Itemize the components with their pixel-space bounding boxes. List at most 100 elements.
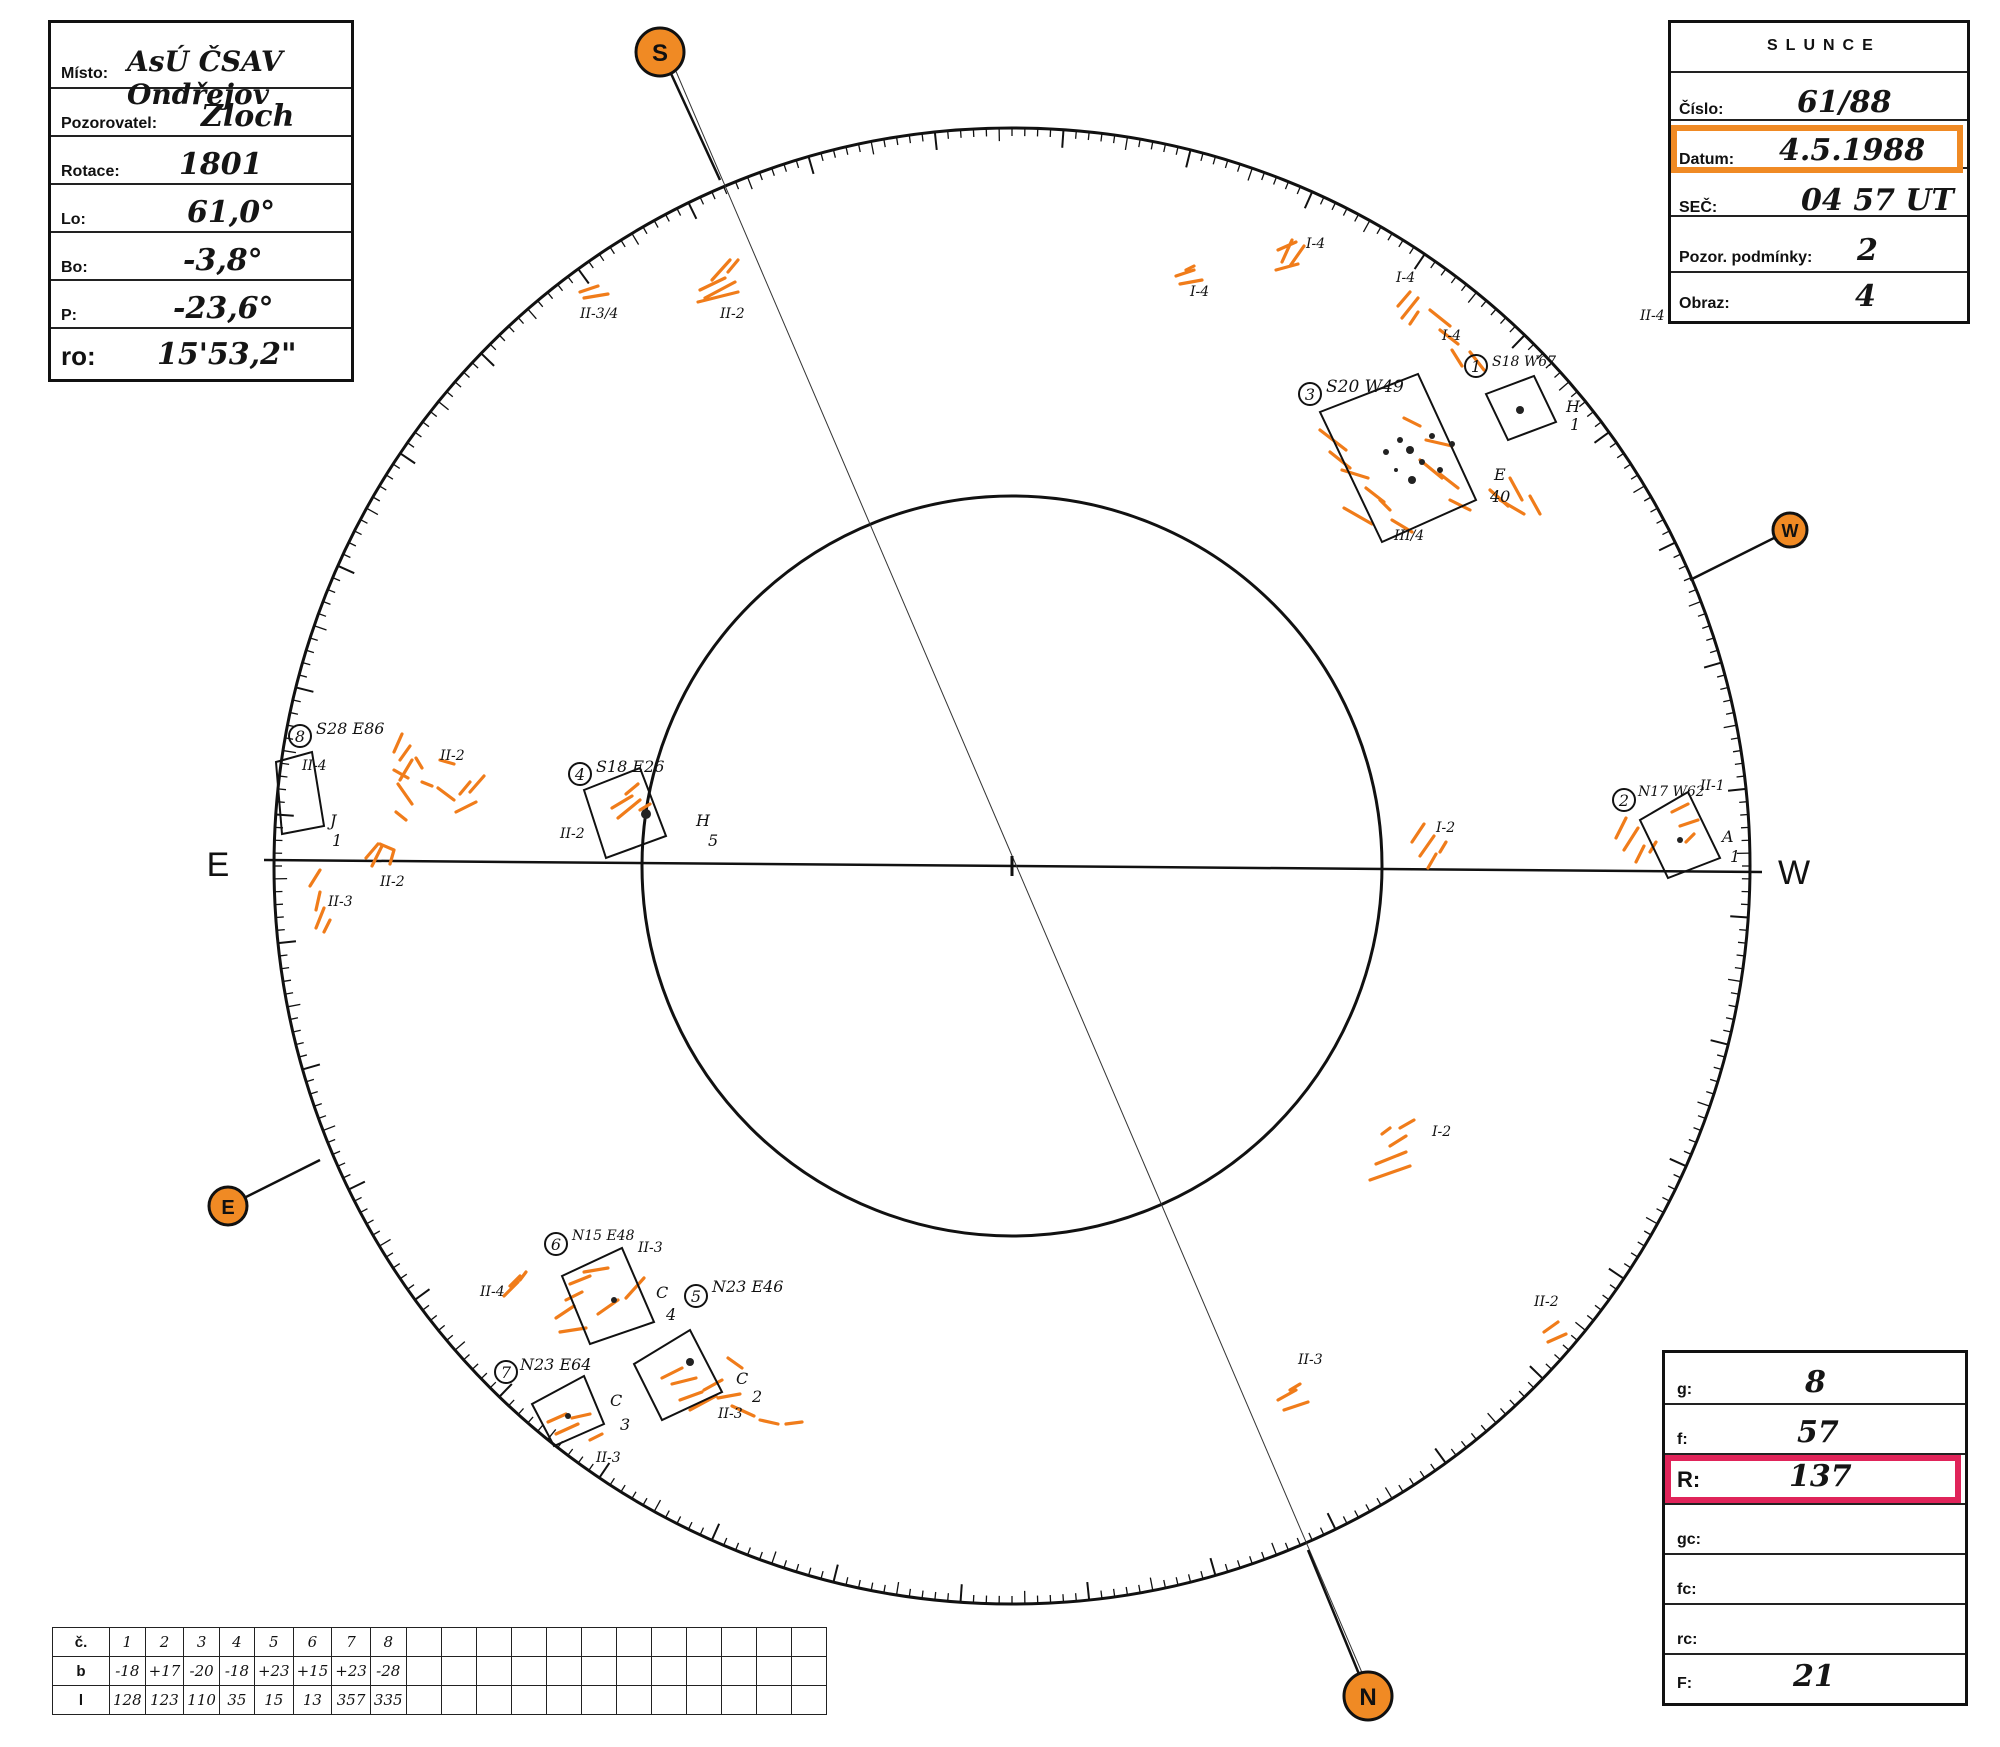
degree-tick [1645, 1216, 1658, 1225]
slunce-info-box: SLUNCE Číslo: 61/88 Datum: 4.5.1988 SEČ:… [1668, 20, 1970, 324]
svg-text:1: 1 [1570, 415, 1580, 434]
row-label: b [52, 1656, 110, 1686]
degree-tick [653, 1499, 662, 1512]
facula-label: II-4 [1639, 308, 1665, 324]
degree-tick [366, 507, 379, 516]
sunspot-dots [565, 406, 1683, 1419]
svg-text:N23 E64: N23 E64 [519, 1355, 591, 1374]
facula-stroke [1614, 816, 1658, 864]
degree-tick [287, 1003, 301, 1008]
degree-tick [277, 940, 297, 945]
svg-text:H: H [1565, 397, 1581, 416]
table-cell [685, 1685, 722, 1715]
group-box-7 [530, 1374, 606, 1448]
degree-tick [1185, 149, 1192, 168]
degree-tick [1703, 661, 1722, 669]
f-label: f: [1677, 1431, 1688, 1448]
degree-tick [1487, 1412, 1497, 1424]
facula-label: III/4 [1393, 528, 1424, 544]
facula-label: I-2 [1435, 820, 1455, 836]
facula-label: I-2 [1431, 1124, 1451, 1140]
svg-text:1: 1 [1471, 357, 1481, 376]
degree-tick [710, 1523, 721, 1541]
facula-label: I-4 [1441, 328, 1461, 344]
degree-tick [959, 1584, 963, 1603]
facula-stroke [554, 1266, 646, 1334]
row-label: l [52, 1685, 110, 1715]
degree-tick [1303, 191, 1314, 209]
compass-n-marker: N [1342, 1670, 1394, 1722]
facula-stroke [364, 842, 396, 868]
table-cell [440, 1627, 477, 1657]
facula-stroke [1174, 264, 1204, 286]
degree-tick [527, 308, 537, 320]
table-cell: 4 [218, 1627, 255, 1657]
facula-stroke [1410, 822, 1448, 870]
table-cell: 2 [144, 1627, 185, 1657]
degree-tick [275, 813, 294, 817]
axis-east-label: E [207, 846, 230, 884]
table-cell [475, 1627, 512, 1657]
group-label-5: 5 N23 E46 C 2 [684, 1277, 783, 1406]
degree-tick [302, 1063, 321, 1071]
facula-label: II-2 [439, 748, 465, 764]
degree-tick [1149, 1577, 1154, 1591]
table-cell [720, 1656, 757, 1686]
compass-s-marker: S [634, 26, 686, 78]
facula-label: II-3 [717, 1406, 743, 1422]
table-cell [755, 1656, 792, 1686]
sec-label: SEČ: [1679, 199, 1718, 216]
degree-tick [1529, 1365, 1544, 1380]
svg-text:3: 3 [620, 1415, 630, 1434]
table-cell [615, 1627, 652, 1657]
group-label-4: 4 S18 E26 H 5 [568, 757, 718, 850]
table-cell [580, 1627, 617, 1657]
degree-tick [1511, 334, 1526, 349]
degree-tick [337, 564, 355, 575]
table-cell [475, 1685, 512, 1715]
table-cell [685, 1656, 722, 1686]
facula-stroke [1428, 308, 1486, 372]
pozor-podminky-value: 2 [1857, 233, 1878, 268]
degree-tick [1593, 431, 1610, 444]
compass-w-marker: W [1771, 511, 1809, 549]
degree-tick [1326, 1512, 1337, 1530]
degree-tick [1730, 915, 1749, 919]
axis-west-label: W [1778, 854, 1810, 892]
table-cell [650, 1656, 687, 1686]
table-cell [615, 1656, 652, 1686]
table-cell: 357 [331, 1685, 371, 1715]
svg-text:40: 40 [1489, 487, 1510, 506]
degree-tick [631, 233, 640, 245]
table-cell: -18 [218, 1656, 255, 1686]
table-cell: 1 [109, 1627, 146, 1657]
degree-tick [771, 1551, 777, 1565]
n-pointer-line [1306, 1549, 1370, 1697]
table-cell: 128 [109, 1685, 146, 1715]
facula-stroke [578, 284, 610, 300]
svg-text:C: C [656, 1283, 668, 1302]
facula-label: II-4 [301, 758, 327, 774]
table-cell [580, 1656, 617, 1686]
group-box-8 [274, 750, 326, 836]
bo-value: -3,8° [183, 243, 263, 278]
svg-text:8: 8 [295, 727, 305, 746]
svg-text:S28 E86: S28 E86 [316, 719, 384, 738]
group-label-1: 1 S18 W67 H 1 [1464, 354, 1581, 434]
degree-tick [832, 1564, 839, 1583]
group-box-6 [560, 1246, 656, 1346]
facula-label: II-3 [637, 1240, 663, 1256]
table-cell: 13 [292, 1685, 333, 1715]
degree-tick [1413, 253, 1426, 270]
lo-value: 61,0° [187, 195, 276, 230]
table-cell [650, 1685, 687, 1715]
degree-tick [895, 1581, 900, 1596]
table-cell [440, 1656, 477, 1686]
group-box-1 [1484, 374, 1558, 442]
group-statistics-box: g: 8 f: 57 R: 137 gc: fc: rc: F: 21 [1662, 1350, 1968, 1706]
degree-tick [687, 202, 698, 220]
table-cell [475, 1656, 512, 1686]
degree-tick [295, 686, 314, 693]
datum-highlight [1671, 125, 1963, 173]
facula-stroke [1274, 238, 1306, 272]
